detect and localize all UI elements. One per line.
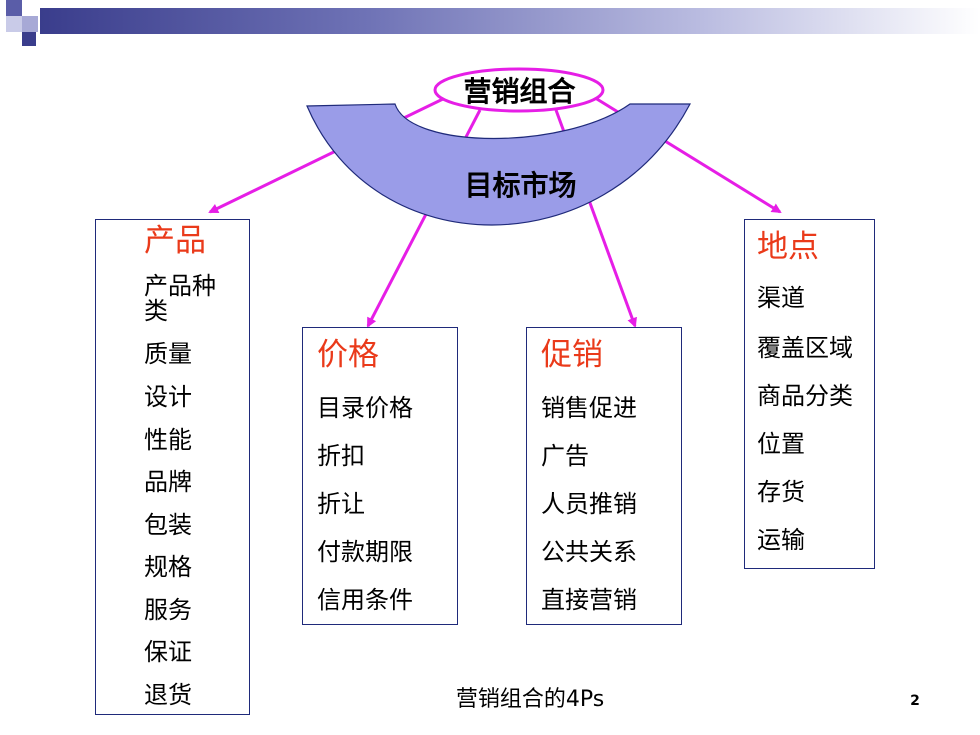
product-item: 性能 xyxy=(144,426,192,454)
marketing-mix-ellipse xyxy=(433,67,605,113)
product-item: 保证 xyxy=(144,638,192,666)
place-item: 运输 xyxy=(757,526,805,554)
price-heading: 价格 xyxy=(317,337,379,373)
promotion-item: 广告 xyxy=(541,442,589,470)
product-box: 产品 产品种 类 质量 设计 性能 品牌 包装 规格 服务 保证 退货 xyxy=(95,219,250,715)
figure-caption: 营销组合的4Ps xyxy=(455,687,605,712)
place-item: 存货 xyxy=(757,478,805,506)
promotion-item: 直接营销 xyxy=(541,586,637,614)
place-item: 渠道 xyxy=(757,284,805,312)
promotion-item: 公共关系 xyxy=(541,538,637,566)
promotion-item: 销售促进 xyxy=(541,394,637,422)
product-item: 设计 xyxy=(144,383,192,411)
header-gradient-bar xyxy=(40,8,980,34)
decor-square xyxy=(6,16,22,32)
place-item: 覆盖区域 xyxy=(757,334,853,362)
price-item: 付款期限 xyxy=(317,538,413,566)
product-item: 退货 xyxy=(144,681,192,709)
promotion-box: 促销 销售促进 广告 人员推销 公共关系 直接营销 xyxy=(526,327,682,625)
price-item: 折扣 xyxy=(317,442,365,470)
decor-square xyxy=(22,32,36,46)
arrow-to-product xyxy=(208,96,446,214)
price-item: 目录价格 xyxy=(317,394,413,422)
target-market-arc xyxy=(306,103,691,226)
product-item: 规格 xyxy=(144,553,192,581)
place-item: 商品分类 xyxy=(757,382,853,410)
product-item: 服务 xyxy=(144,596,192,624)
promotion-heading: 促销 xyxy=(541,337,603,373)
decor-square xyxy=(22,16,38,32)
product-item: 质量 xyxy=(144,340,192,368)
product-item: 品牌 xyxy=(144,468,192,496)
product-item: 包装 xyxy=(144,511,192,539)
price-item: 信用条件 xyxy=(317,586,413,614)
price-box: 价格 目录价格 折扣 折让 付款期限 信用条件 xyxy=(302,327,458,625)
place-heading: 地点 xyxy=(757,229,819,265)
decor-square xyxy=(6,0,22,16)
promotion-item: 人员推销 xyxy=(541,490,637,518)
page-number: 2 xyxy=(910,693,920,709)
place-item: 位置 xyxy=(757,430,805,458)
place-box: 地点 渠道 覆盖区域 商品分类 位置 存货 运输 xyxy=(744,219,875,569)
product-heading: 产品 xyxy=(144,223,206,259)
marketing-mix-title: 营销组合 xyxy=(463,75,576,108)
target-market-label: 目标市场 xyxy=(464,169,577,202)
price-item: 折让 xyxy=(317,490,365,518)
product-item: 类 xyxy=(144,297,168,325)
product-item: 产品种 xyxy=(144,272,216,300)
